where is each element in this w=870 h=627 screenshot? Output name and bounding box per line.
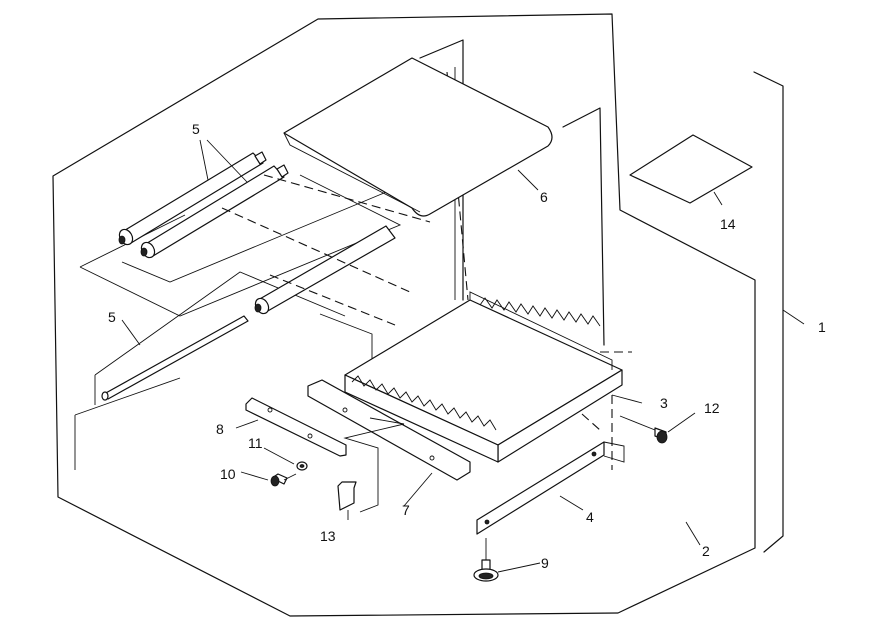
- upper-roller-a: [118, 151, 267, 246]
- callout-labels: 1 2 3 4 5 5 6 7 8 9 10 11 12 13 14: [108, 121, 826, 571]
- upper-roller-b: [140, 164, 289, 259]
- rail-hole-a: [342, 407, 348, 413]
- side-plate-hole-a: [267, 407, 273, 413]
- screw-10: [270, 473, 297, 487]
- dashed-guide-3: [263, 174, 431, 223]
- callout-4: 4: [586, 509, 594, 525]
- callout-12: 12: [704, 400, 720, 416]
- leader-lines: [121, 139, 805, 573]
- side-plate-hole-b: [307, 433, 313, 439]
- lower-roller-long: [101, 225, 396, 401]
- callout-14: 14: [720, 216, 736, 232]
- callout-3: 3: [660, 395, 668, 411]
- top-tray-fold: [283, 132, 421, 213]
- callout-5-upper: 5: [192, 121, 200, 137]
- assembly-boundary-outline: [52, 13, 756, 617]
- callout-5-lower: 5: [108, 309, 116, 325]
- washer-11-hole: [299, 464, 305, 468]
- rail-hole-b: [429, 455, 435, 461]
- callout-10: 10: [220, 466, 236, 482]
- rail-support-line: [343, 417, 405, 513]
- dashed-guide-1: [221, 207, 411, 293]
- callout-9: 9: [541, 555, 549, 571]
- dashed-guide-2: [269, 274, 396, 326]
- mounting-rail: [307, 379, 471, 481]
- rear-panel-outline: [419, 39, 464, 301]
- lower-roller-plane: [74, 271, 346, 470]
- clip-13: [337, 481, 357, 511]
- bolt-12: [619, 415, 668, 444]
- base-tray-slots-back: [469, 291, 613, 370]
- manual-sheet: [629, 134, 753, 204]
- bar-plate-hole-b: [591, 451, 597, 457]
- bar-plate-dashed: [581, 413, 601, 431]
- adjuster-foot-9: [473, 538, 499, 582]
- bar-plate-hole-a: [484, 519, 490, 525]
- callout-13: 13: [320, 528, 336, 544]
- base-tray-slots-front: [351, 375, 497, 431]
- callout-6: 6: [540, 189, 548, 205]
- base-tray-left: [344, 374, 499, 463]
- callout-2: 2: [702, 543, 710, 559]
- assembly-bracket: [753, 71, 784, 553]
- side-plate: [245, 397, 347, 457]
- callout-7: 7: [402, 502, 410, 518]
- side-panel-outline: [562, 107, 605, 346]
- top-tray: [283, 57, 553, 217]
- bottom-bar-plate-edge: [603, 441, 625, 463]
- callout-1: 1: [818, 319, 826, 335]
- callout-11: 11: [248, 435, 263, 451]
- bottom-bar-plate: [476, 441, 605, 535]
- callout-8: 8: [216, 421, 224, 437]
